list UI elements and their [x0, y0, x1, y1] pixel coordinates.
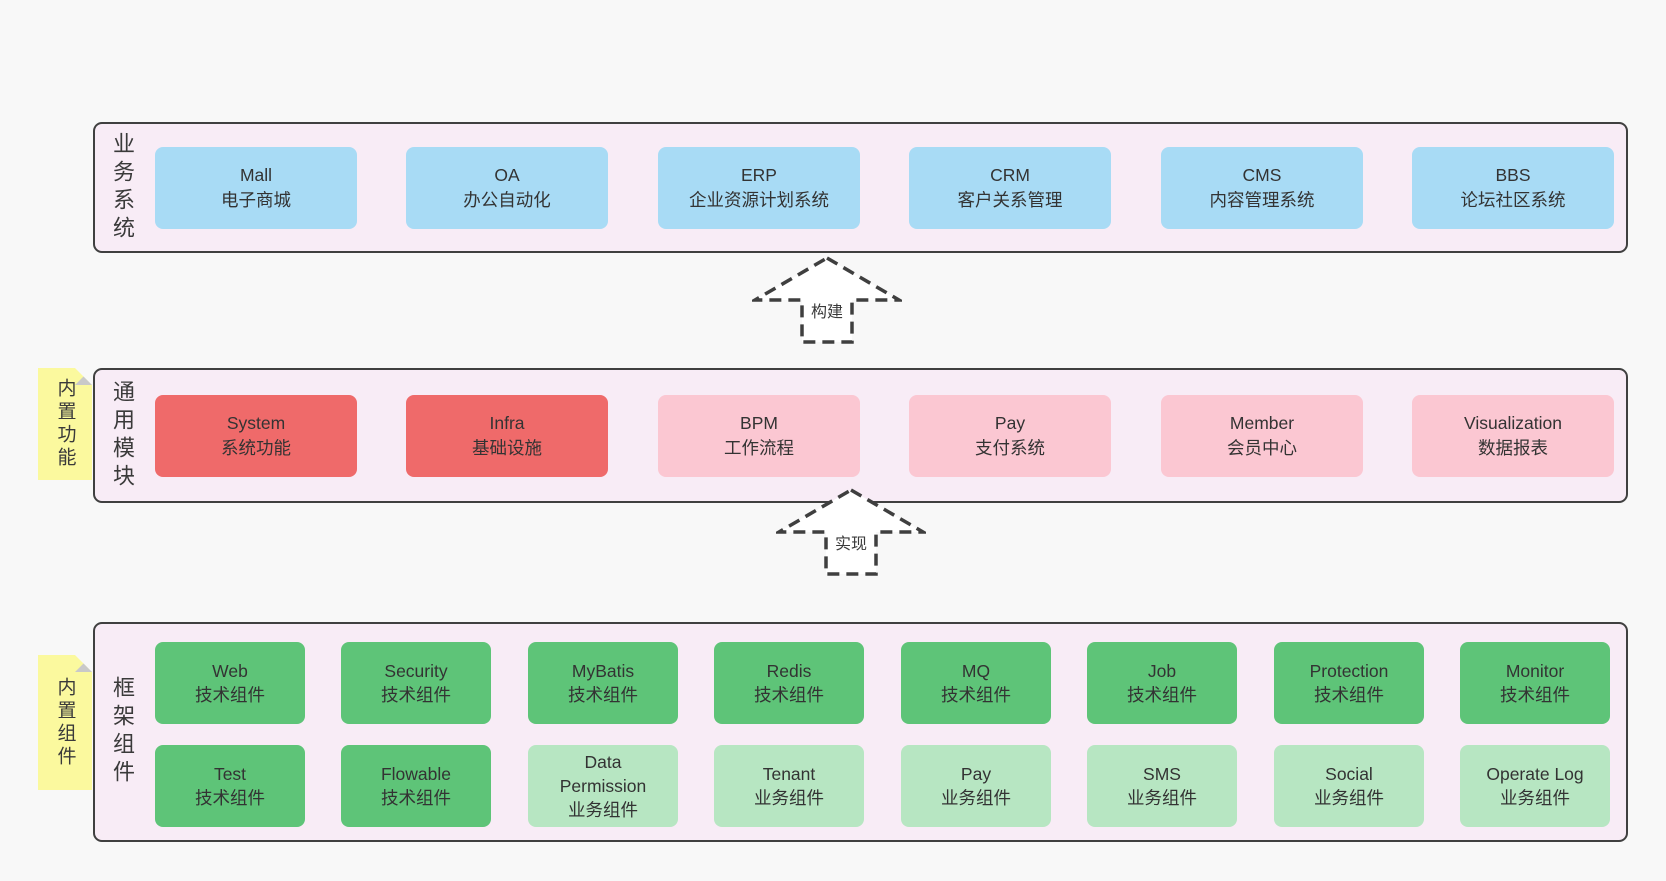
box-desc: 支付系统	[975, 437, 1045, 458]
box-desc: 客户关系管理	[957, 189, 1063, 210]
box-flowable: Flowable 技术组件	[341, 745, 491, 827]
box-test: Test 技术组件	[155, 745, 305, 827]
box-bpm: BPM 工作流程	[658, 394, 860, 477]
box-name: Infra	[489, 413, 525, 434]
band-common-modules-label: 通用模块	[110, 379, 135, 492]
box-desc: 内容管理系统	[1209, 189, 1315, 210]
box-desc: 技术组件	[754, 685, 824, 705]
box-oa: OA 办公自动化	[406, 146, 608, 229]
arrow-build-label: 构建	[808, 298, 846, 322]
band-framework-components: 框架组件 Web 技术组件 Security 技术组件 MyBatis 技术组件 Re…	[93, 622, 1628, 842]
box-desc: 企业资源计划系统	[689, 189, 829, 210]
box-desc: 业务组件	[568, 800, 638, 821]
box-name: SMS	[1143, 763, 1181, 784]
box-pay-module: Pay 支付系统	[909, 394, 1111, 477]
box-web: Web 技术组件	[155, 642, 305, 724]
box-desc: 业务组件	[941, 788, 1011, 808]
box-name: Social	[1325, 763, 1373, 784]
box-desc: 工作流程	[724, 437, 794, 458]
sticky-note-label: 内置功能	[54, 378, 76, 470]
box-name: Test	[213, 763, 247, 784]
box-visualization: Visualization 数据报表	[1412, 394, 1614, 477]
box-desc: 业务组件	[1127, 788, 1197, 808]
box-name: Web	[212, 660, 248, 681]
box-name: Operate Log	[1486, 763, 1584, 784]
box-name: CMS	[1242, 165, 1282, 186]
sticky-note-built-in-components: 内置组件	[38, 655, 92, 790]
arrow-build: 构建	[752, 256, 902, 344]
box-desc: 技术组件	[381, 685, 451, 705]
box-desc: 技术组件	[381, 788, 451, 808]
box-name: Redis	[766, 660, 812, 681]
box-desc: 数据报表	[1478, 437, 1548, 458]
box-data-permission: Data Permission 业务组件	[528, 745, 678, 827]
sticky-note-built-in-features: 内置功能	[38, 368, 92, 480]
box-system: System 系统功能	[155, 394, 357, 477]
box-mybatis: MyBatis 技术组件	[528, 642, 678, 724]
box-redis: Redis 技术组件	[714, 642, 864, 724]
box-bbs: BBS 论坛社区系统	[1412, 146, 1614, 229]
box-sms: SMS 业务组件	[1087, 745, 1237, 827]
box-name: Data Permission	[559, 751, 647, 796]
box-name: MQ	[961, 660, 991, 681]
band-framework-components-label: 框架组件	[110, 676, 135, 788]
box-name: ERP	[741, 165, 777, 186]
box-name: BBS	[1495, 165, 1531, 186]
box-desc: 业务组件	[1500, 788, 1570, 808]
box-name: Pay	[960, 763, 992, 784]
box-name: Protection	[1309, 660, 1389, 681]
box-monitor: Monitor 技术组件	[1460, 642, 1610, 724]
band-business-systems-label: 业务系统	[110, 131, 135, 244]
box-erp: ERP 企业资源计划系统	[658, 146, 860, 229]
box-desc: 技术组件	[1127, 685, 1197, 705]
box-name: Member	[1229, 413, 1295, 434]
arrow-implement: 实现	[776, 488, 926, 576]
box-desc: 技术组件	[195, 685, 265, 705]
box-desc: 电子商城	[221, 189, 291, 210]
box-desc: 技术组件	[568, 685, 638, 705]
box-desc: 基础设施	[472, 437, 542, 458]
box-pay-component: Pay 业务组件	[901, 745, 1051, 827]
box-desc: 技术组件	[1314, 685, 1384, 705]
box-name: Visualization	[1464, 413, 1562, 434]
box-desc: 论坛社区系统	[1460, 189, 1566, 210]
box-security: Security 技术组件	[341, 642, 491, 724]
box-name: System	[226, 413, 286, 434]
box-mall: Mall 电子商城	[155, 146, 357, 229]
box-name: CRM	[990, 165, 1030, 186]
box-name: Flowable	[380, 763, 452, 784]
box-cms: CMS 内容管理系统	[1161, 146, 1363, 229]
box-tenant: Tenant 业务组件	[714, 745, 864, 827]
box-crm: CRM 客户关系管理	[909, 146, 1111, 229]
band-business-systems: 业务系统 Mall 电子商城 OA 办公自动化 ERP 企业资源计划系统 CRM 客户关…	[93, 122, 1628, 253]
box-member: Member 会员中心	[1161, 394, 1363, 477]
box-operate-log: Operate Log 业务组件	[1460, 745, 1610, 827]
box-name: Job	[1147, 660, 1177, 681]
sticky-note-label: 内置组件	[54, 676, 76, 769]
box-desc: 办公自动化	[463, 189, 551, 210]
box-desc: 系统功能	[221, 437, 291, 458]
box-name: Monitor	[1505, 660, 1565, 681]
band-common-modules: 通用模块 System 系统功能 Infra 基础设施 BPM 工作流程 Pay 支付系…	[93, 368, 1628, 503]
box-name: OA	[494, 165, 520, 186]
box-desc: 业务组件	[1314, 788, 1384, 808]
box-name: Security	[384, 660, 448, 681]
box-protection: Protection 技术组件	[1274, 642, 1424, 724]
box-desc: 技术组件	[1500, 685, 1570, 705]
box-name: Mall	[239, 165, 273, 186]
box-social: Social 业务组件	[1274, 745, 1424, 827]
box-infra: Infra 基础设施	[406, 394, 608, 477]
box-desc: 技术组件	[941, 685, 1011, 705]
arrow-implement-label: 实现	[832, 530, 870, 554]
box-name: MyBatis	[571, 660, 635, 681]
box-name: BPM	[740, 413, 778, 434]
box-desc: 业务组件	[754, 788, 824, 808]
box-name: Tenant	[762, 763, 816, 784]
box-desc: 会员中心	[1227, 437, 1297, 458]
box-desc: 技术组件	[195, 788, 265, 808]
box-job: Job 技术组件	[1087, 642, 1237, 724]
box-name: Pay	[994, 413, 1026, 434]
box-mq: MQ 技术组件	[901, 642, 1051, 724]
